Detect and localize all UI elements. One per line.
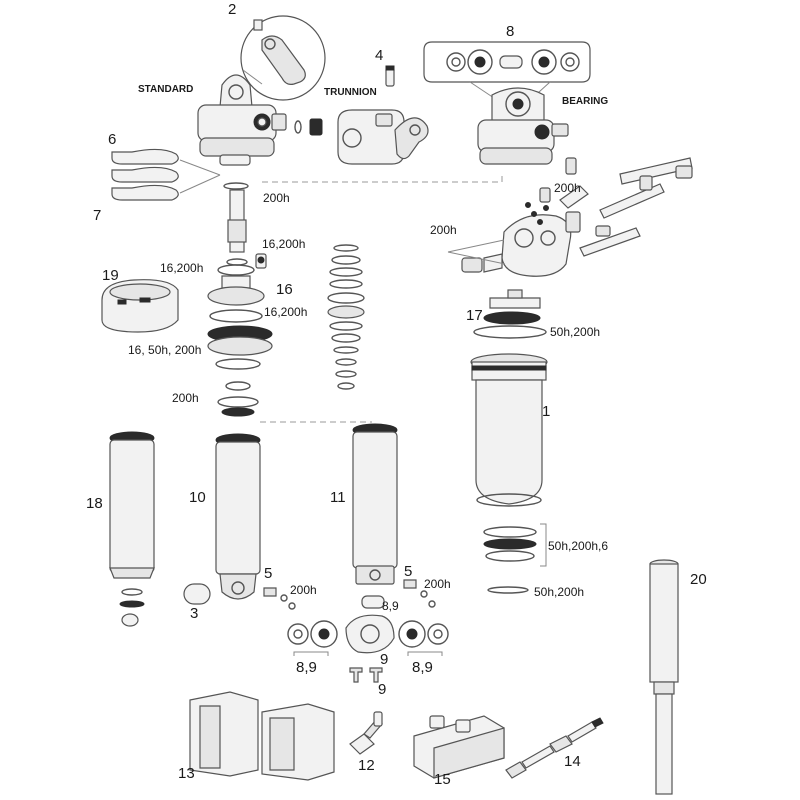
callout-20: 20 xyxy=(690,571,707,588)
standard-eyelet-body xyxy=(197,74,287,166)
callout-3: 3 xyxy=(190,605,198,622)
small-screw xyxy=(255,253,267,269)
head-guide-line xyxy=(262,172,503,183)
callout-14: 14 xyxy=(564,753,581,770)
part-1-air-can xyxy=(470,353,548,507)
part-5-valves xyxy=(263,579,436,610)
callout-5-right: 5 xyxy=(404,563,412,580)
callout-10: 10 xyxy=(189,489,206,506)
callout-2: 2 xyxy=(228,1,236,18)
callout-9-upper: 9 xyxy=(380,651,388,668)
callout-11: 11 xyxy=(330,489,346,506)
label-16-50h-200h: 16, 50h, 200h xyxy=(128,343,201,357)
callout-13: 13 xyxy=(178,765,195,782)
callout-4: 4 xyxy=(375,47,383,64)
callout-17: 17 xyxy=(466,307,483,324)
air-can-seals xyxy=(483,523,547,594)
part-19-bumper xyxy=(101,279,179,333)
label-200h-valve-left: 200h xyxy=(290,583,317,597)
callout-1: 1 xyxy=(542,403,550,420)
label-50h-200h-6: 50h,200h,6 xyxy=(548,539,608,553)
callout-8: 8 xyxy=(506,23,514,40)
callout-5-left: 5 xyxy=(264,565,272,582)
part-13-clamp-blocks xyxy=(189,691,335,781)
part-12-valve-tool xyxy=(349,711,383,755)
callout-labels: STANDARD TRUNNION BEARING 2 4 8 6 7 200h… xyxy=(86,1,707,788)
label-200h-reservoir: 200h xyxy=(430,223,457,237)
part-2-bolt-detail xyxy=(240,15,326,101)
label-standard: STANDARD xyxy=(138,84,193,95)
part-10-body xyxy=(183,433,261,605)
part-6-7-spacers xyxy=(111,148,221,201)
label-200h-lower: 200h xyxy=(172,391,199,405)
callout-7: 7 xyxy=(93,207,101,224)
part-11-body xyxy=(352,423,398,585)
label-bearing: BEARING xyxy=(562,96,608,107)
label-16-200h-top: 16,200h xyxy=(262,237,305,251)
callout-12: 12 xyxy=(358,757,375,774)
callout-15: 15 xyxy=(434,771,451,788)
part-4-pin xyxy=(385,65,395,87)
label-200h-valve-right: 200h xyxy=(424,577,451,591)
label-16-200h-right: 16,200h xyxy=(264,305,307,319)
callout-18: 18 xyxy=(86,495,103,512)
label-8-9-right: 8,9 xyxy=(412,659,433,676)
lower-bearing-hardware xyxy=(287,595,449,683)
label-8-9-left: 8,9 xyxy=(296,659,317,676)
part-15-block xyxy=(413,715,505,779)
part-16-piston-stack xyxy=(207,264,273,417)
piggyback-valve-assembly xyxy=(447,157,693,277)
trunnion-body xyxy=(337,109,429,165)
part-14-adapter xyxy=(505,717,604,779)
callout-9-lower: 9 xyxy=(378,681,386,698)
callout-16: 16 xyxy=(276,281,293,298)
callout-6: 6 xyxy=(108,131,116,148)
part-20-tool xyxy=(649,559,679,795)
label-200h-shaft: 200h xyxy=(263,191,290,205)
small-seal-parts xyxy=(294,118,323,136)
label-16-200h-left: 16,200h xyxy=(160,261,203,275)
damper-shaft xyxy=(223,182,249,266)
part-17-nut xyxy=(473,289,547,339)
label-50h-200h-bottom: 50h,200h xyxy=(534,585,584,599)
label-trunnion: TRUNNION xyxy=(324,87,377,98)
label-200h-small: 200h xyxy=(554,181,581,195)
part-18-body xyxy=(109,431,155,627)
label-8-9-mid: 8,9 xyxy=(382,599,399,613)
shim-stack xyxy=(327,244,365,390)
bearing-body xyxy=(477,87,569,165)
label-50h-200h-top: 50h,200h xyxy=(550,325,600,339)
callout-19: 19 xyxy=(102,267,119,284)
